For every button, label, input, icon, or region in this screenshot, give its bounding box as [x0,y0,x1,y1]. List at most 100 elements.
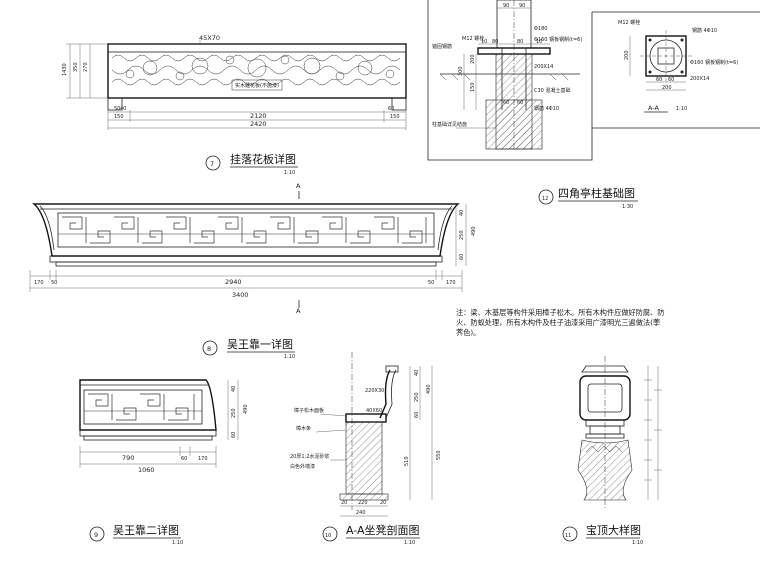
aa-plate-label: Φ160 钢板钢制(t=6) [690,59,738,66]
panel-8-number: 8 [207,345,211,353]
finial-base [577,439,633,501]
p8-dim-left-a: 170 [34,280,44,286]
concrete-label: C30 混凝土基础 [534,87,570,94]
size-40x60: 40X60 [366,408,382,414]
aa-bolt-label: M12 螺栓 [618,19,640,26]
p8-dim-left-b: 50 [51,280,57,286]
general-note: 注：梁、木基层等构件采用樟子松木。所有木构件应做好防腐、防火、防蚁处理，所有木构… [456,308,664,337]
panel-12-number: 12 [542,196,548,202]
panel-9-number: 9 [94,531,98,539]
panel-8-number-circle [202,340,218,356]
p10-dim-510: 510 [404,456,410,466]
p10-dim-40: 40 [414,370,420,376]
aa-scale: 1:10 [676,106,687,112]
depth-label: 200X14 [534,64,553,70]
dim-10b: 10 [536,39,542,45]
base-label: 柱基础详见结施 [432,121,467,128]
panel-8-title: 吴王靠一详图 [227,337,293,351]
p10-dim-20b: 20 [380,500,386,506]
p8-dim-total: 3400 [232,291,249,299]
rebar-label: 钢筋 4Φ10 [534,105,559,112]
p9-dim-h-c: 60 [231,432,237,438]
section-aa-plan: M12 螺栓 钢筋 4Φ10 Φ160 钢板钢制(t=6) 200X14 60 … [618,19,738,113]
panel-8-wuwang-bench-1: A A 170 50 2940 50 170 3400 40 [29,182,477,360]
aa-dim-200b: 200 [624,50,630,60]
p8-dim-h-a: 250 [459,230,465,240]
panel-12-title: 四角亭柱基础图 [558,186,635,200]
aa-title: A-A [648,104,660,112]
dim-300: 300 [458,66,464,76]
p10-dim-240: 240 [356,510,366,516]
board-note-box [231,79,283,91]
bench-back-outline [32,203,460,257]
p10-dim-490: 490 [426,384,432,394]
p9-dim-h-b: 40 [231,386,237,392]
p10-dim-250: 250 [414,392,420,402]
dim-side-c: 60 [388,106,394,112]
diameter-label: Φ180 [534,26,547,32]
aa-dim-60: 60 [656,77,662,83]
p9-dim-total: 1060 [138,466,155,474]
panel-12-scale: 1:30 [622,204,633,210]
panel-8-scale: 1:10 [284,354,295,360]
p9-dim-h-a: 250 [231,408,237,418]
dim-height-b: 270 [83,62,89,72]
dim-middle: 2120 [250,112,267,120]
plaster-label: 20厚1:2水泥砂浆 [290,453,329,460]
p10-dim-220: 220 [358,500,368,506]
dim-left-part: 150 [114,114,124,120]
panel-9-scale: 1:10 [172,540,183,546]
dim-side-b: 40 [120,106,126,112]
panel-11-scale: 1:10 [632,540,643,546]
aa-rebar-label: 钢筋 4Φ10 [692,27,717,34]
carved-ornament [111,54,401,86]
top-dim-90a: 90 [503,3,509,9]
panel-9-title: 吴王靠二详图 [113,523,179,537]
panel-7-scale: 1:10 [284,170,295,176]
dim-height-a: 350 [73,62,79,72]
left-leg [107,97,123,111]
foundation-footing [485,99,543,150]
panel-10-number-circle [322,526,338,542]
dim-60: 60 [503,100,509,106]
dim-total: 2420 [250,120,267,128]
bench2-lattice-band [83,389,203,425]
section-mark-top: A [296,182,301,190]
p8-dim-h-c: 60 [459,254,465,260]
bench-body [345,421,383,495]
right-leg [391,97,407,111]
anchor-label: 锚固钢筋 [432,43,452,50]
p8-dim-middle: 2940 [225,278,242,286]
p10-dim-20: 20 [341,500,347,506]
dim-right-part: 150 [390,114,400,120]
dim-side-a: 50 [114,106,120,112]
aa-dim-60b: 60 [668,77,674,83]
dim-200: 200 [470,54,476,64]
p8-dim-right-b: 170 [446,280,456,286]
p9-dim-right-a: 60 [181,456,187,462]
bolt-label: M12 螺栓 [462,35,484,42]
paint-label: 白色外墙漆 [290,463,315,470]
panel-12-column-base: 90 90 10 80 80 10 Φ180 M12 螺栓 Φ160 钢板钢制(… [427,0,760,210]
panel-12-frame [427,0,760,161]
p9-dim-right-b: 170 [198,456,208,462]
top-size-label: 45X70 [199,34,220,42]
bench2-lattice [88,393,195,421]
panel-9-wuwang-bench-2: 790 60 170 1060 40 250 490 60 9 吴王靠二详图 1… [79,379,249,546]
wood-strip-label: 樟木条 [296,425,311,432]
panel-10-title: A-A坐凳剖面图 [346,523,420,537]
dim-150: 150 [470,82,476,92]
dim-10: 10 [481,39,487,45]
aa-depth-label: 200X14 [690,76,709,82]
plate-label: Φ160 钢板钢制(t=6) [534,36,582,43]
section-mark-bottom: A [296,307,301,315]
top-dim-90b: 90 [519,3,525,9]
panel-11-number: 11 [565,533,571,539]
size-220x30: 220X30 [365,388,384,394]
finial-cap [581,365,629,373]
wood-board-label: 樟子松木面板 [294,407,324,414]
panel-11-roof-finial: 11 宝顶大样图 1:10 [562,356,662,546]
p10-dim-550: 550 [436,450,442,460]
p10-dim-60: 60 [414,412,420,418]
